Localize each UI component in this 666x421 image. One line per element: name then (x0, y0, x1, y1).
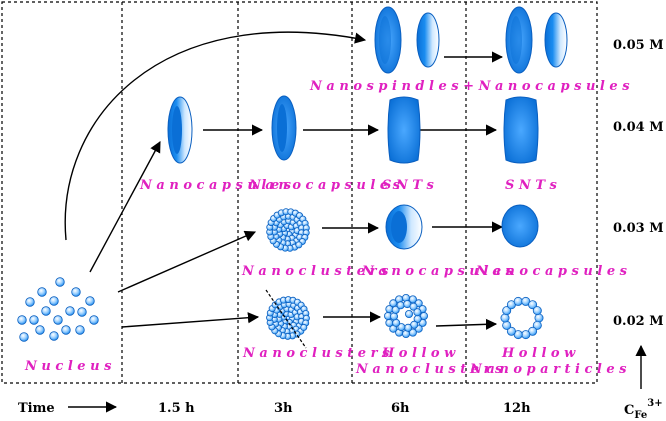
label-row002-6h-a: H o l l o w (381, 346, 456, 361)
row-002-6h-hollow-cluster (383, 293, 428, 338)
label-row003-12h: N a n o c a p s u l e s (475, 264, 628, 279)
particle-bead (77, 307, 87, 317)
concentration-axis-label: CFe3+ (624, 398, 663, 421)
particle-bead (300, 323, 308, 331)
row-002-12h-hollow-ring (500, 296, 544, 340)
concentration-labels: 0.05 M 0.04 M 0.03 M 0.02 M (613, 38, 664, 329)
particle-bead (385, 318, 394, 327)
particle-bead (506, 326, 516, 336)
particle-bead (89, 315, 99, 325)
grid-frame (1, 1, 598, 384)
particle-bead (37, 287, 47, 297)
label-row004-6h: S N T s (382, 178, 435, 193)
label-nucleus: N u c l e u s (24, 359, 112, 374)
particle-bead (532, 306, 542, 316)
label-row003-6h: N a n o c a p s u l e s (361, 264, 514, 279)
arrow-nucleus-to-005 (64, 31, 367, 241)
particle-bead (61, 325, 71, 335)
particle-bead (53, 315, 63, 325)
row-002-3h-cut-line (265, 289, 307, 349)
particle-bead (19, 332, 29, 342)
particle-bead (528, 300, 538, 310)
label-row005-6h: N a n o s p i n d l e s + N a n o c a p … (309, 79, 630, 94)
particle-bead (500, 313, 510, 323)
particle-bead (409, 302, 418, 311)
row-004-12h-snt (503, 96, 539, 164)
conc-axis-base: C (624, 403, 634, 418)
particle-bead (295, 241, 303, 249)
conc-002: 0.02 M (613, 314, 664, 329)
row-004-15h-capsule (167, 96, 193, 164)
arrow-nucleus-to-004 (89, 141, 161, 273)
particle-bead (397, 323, 406, 332)
particle-bead (17, 315, 27, 325)
label-row004-12h: S N T s (505, 178, 558, 193)
particle-bead (35, 325, 45, 335)
row-002-3h-nanocluster (266, 296, 310, 340)
particle-bead (71, 287, 81, 297)
process-labels: N u c l e u s N a n o s p i n d l e s + … (24, 79, 630, 377)
particle-bead (513, 296, 523, 306)
label-row004-15h: N a n o c a p s u l e s (139, 178, 292, 193)
nucleus-particles (17, 277, 99, 342)
particle-bead (49, 331, 59, 341)
label-row002-12h-b: N a n o p a r t i c l e s (469, 362, 627, 377)
particle-bead (49, 296, 59, 306)
conc-004: 0.04 M (613, 120, 664, 135)
conc-003: 0.03 M (613, 221, 664, 236)
row-005-12h-shapes (505, 6, 568, 74)
conc-axis-sup: 3+ (647, 398, 662, 409)
time-axis-label: Time (18, 401, 55, 416)
particle-bead (390, 312, 399, 321)
particle-bead (502, 320, 512, 330)
row-004-6h-snt (387, 96, 421, 164)
time-12h: 12h (503, 401, 531, 416)
particle-bead (534, 313, 544, 323)
particle-bead (25, 297, 35, 307)
arrow-nucleus-to-003 (117, 230, 257, 293)
particle-bead (85, 296, 95, 306)
row-005-6h-shapes (374, 6, 440, 74)
time-labels: Time 1.5 h 3h 6h 12h (18, 401, 531, 416)
label-row004-3h: N a n o c a p s u l e s (248, 178, 401, 193)
label-row002-3h: N a n o c l u s t e r s (242, 346, 390, 361)
particle-bead (532, 320, 542, 330)
particle-bead (404, 323, 413, 332)
particle-bead (396, 301, 405, 310)
particle-bead (391, 305, 400, 314)
particle-bead (413, 308, 422, 317)
process-arrows (64, 31, 504, 330)
particle-bead (502, 306, 512, 316)
time-1-5h: 1.5 h (158, 401, 195, 416)
conc-axis-sub: Fe (634, 410, 647, 421)
arrow-nucleus-to-002 (121, 312, 260, 328)
time-3h: 3h (274, 401, 293, 416)
label-row002-6h-b: N a n o c l u s t e r s (355, 362, 503, 377)
particle-bead (404, 309, 413, 318)
row-004-3h-capsule (271, 95, 297, 161)
particle-bead (75, 325, 85, 335)
label-row003-3h: N a n o c l u s t e r s (241, 264, 389, 279)
particle-bead (29, 315, 39, 325)
particle-bead (521, 330, 531, 340)
row-003-12h-sphere (501, 204, 539, 248)
particle-bead (41, 306, 51, 316)
label-row002-12h-a: H o l l o w (501, 346, 576, 361)
row-003-6h-capsule (385, 204, 423, 250)
particle-bead (55, 277, 65, 287)
arrow-002-6h-12h (435, 318, 498, 330)
particle-bead (65, 306, 75, 316)
row-003-3h-nanocluster (266, 208, 310, 252)
time-6h: 6h (391, 401, 410, 416)
conc-005: 0.05 M (613, 38, 664, 53)
